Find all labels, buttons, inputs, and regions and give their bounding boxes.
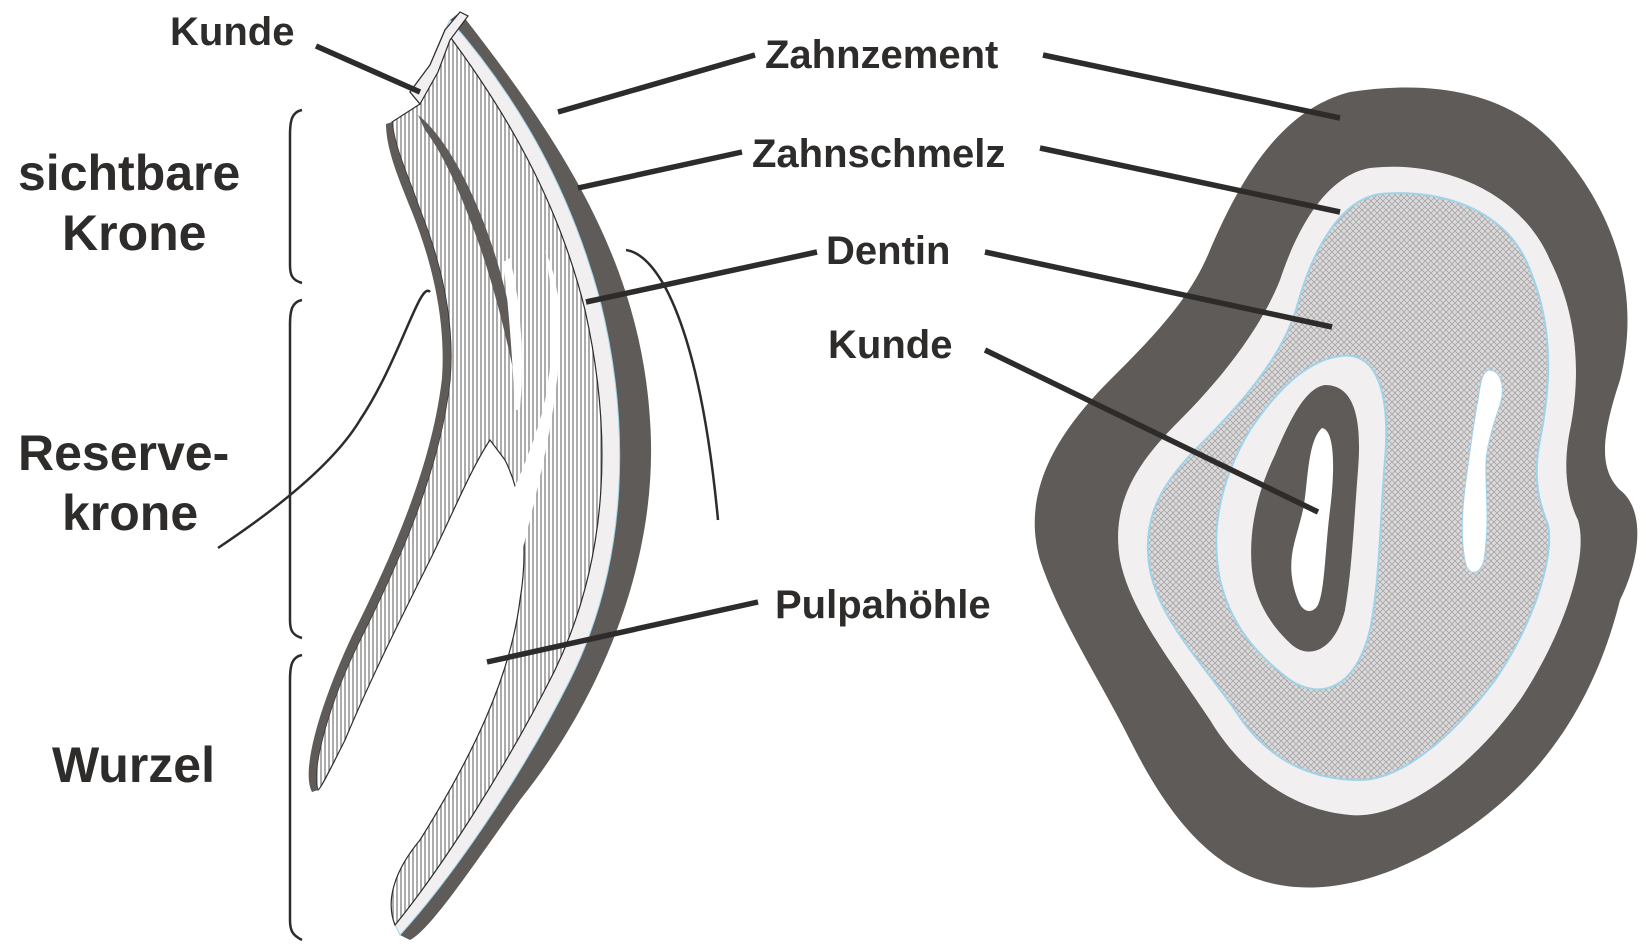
label-reserve: Reserve- [18,425,229,481]
label-zahnschmelz: Zahnschmelz [752,132,1005,176]
leader-zahnschmelz-left [578,152,742,188]
label-krone: Krone [62,205,206,261]
label-reserve-krone: krone [62,485,198,541]
leader-kunde-top [316,46,420,92]
brace-wurzel [290,655,302,940]
gum-line-left [218,291,430,548]
label-kunde-right: Kunde [828,323,952,367]
leader-zahnzement-left [558,55,755,112]
label-pulpahoehle: Pulpahöhle [775,583,991,627]
label-kunde-top: Kunde [170,10,294,54]
brace-reserve-krone [290,300,302,638]
label-dentin: Dentin [826,229,950,273]
leader-dentin-left [586,252,817,302]
cross-section [1035,88,1638,888]
label-sichtbare: sichtbare [18,145,240,201]
label-wurzel: Wurzel [52,737,215,793]
leader-zahnzement-right [1043,55,1340,118]
longitudinal-section [218,12,718,940]
label-zahnzement: Zahnzement [765,33,998,77]
brace-sichtbare-krone [290,110,302,283]
